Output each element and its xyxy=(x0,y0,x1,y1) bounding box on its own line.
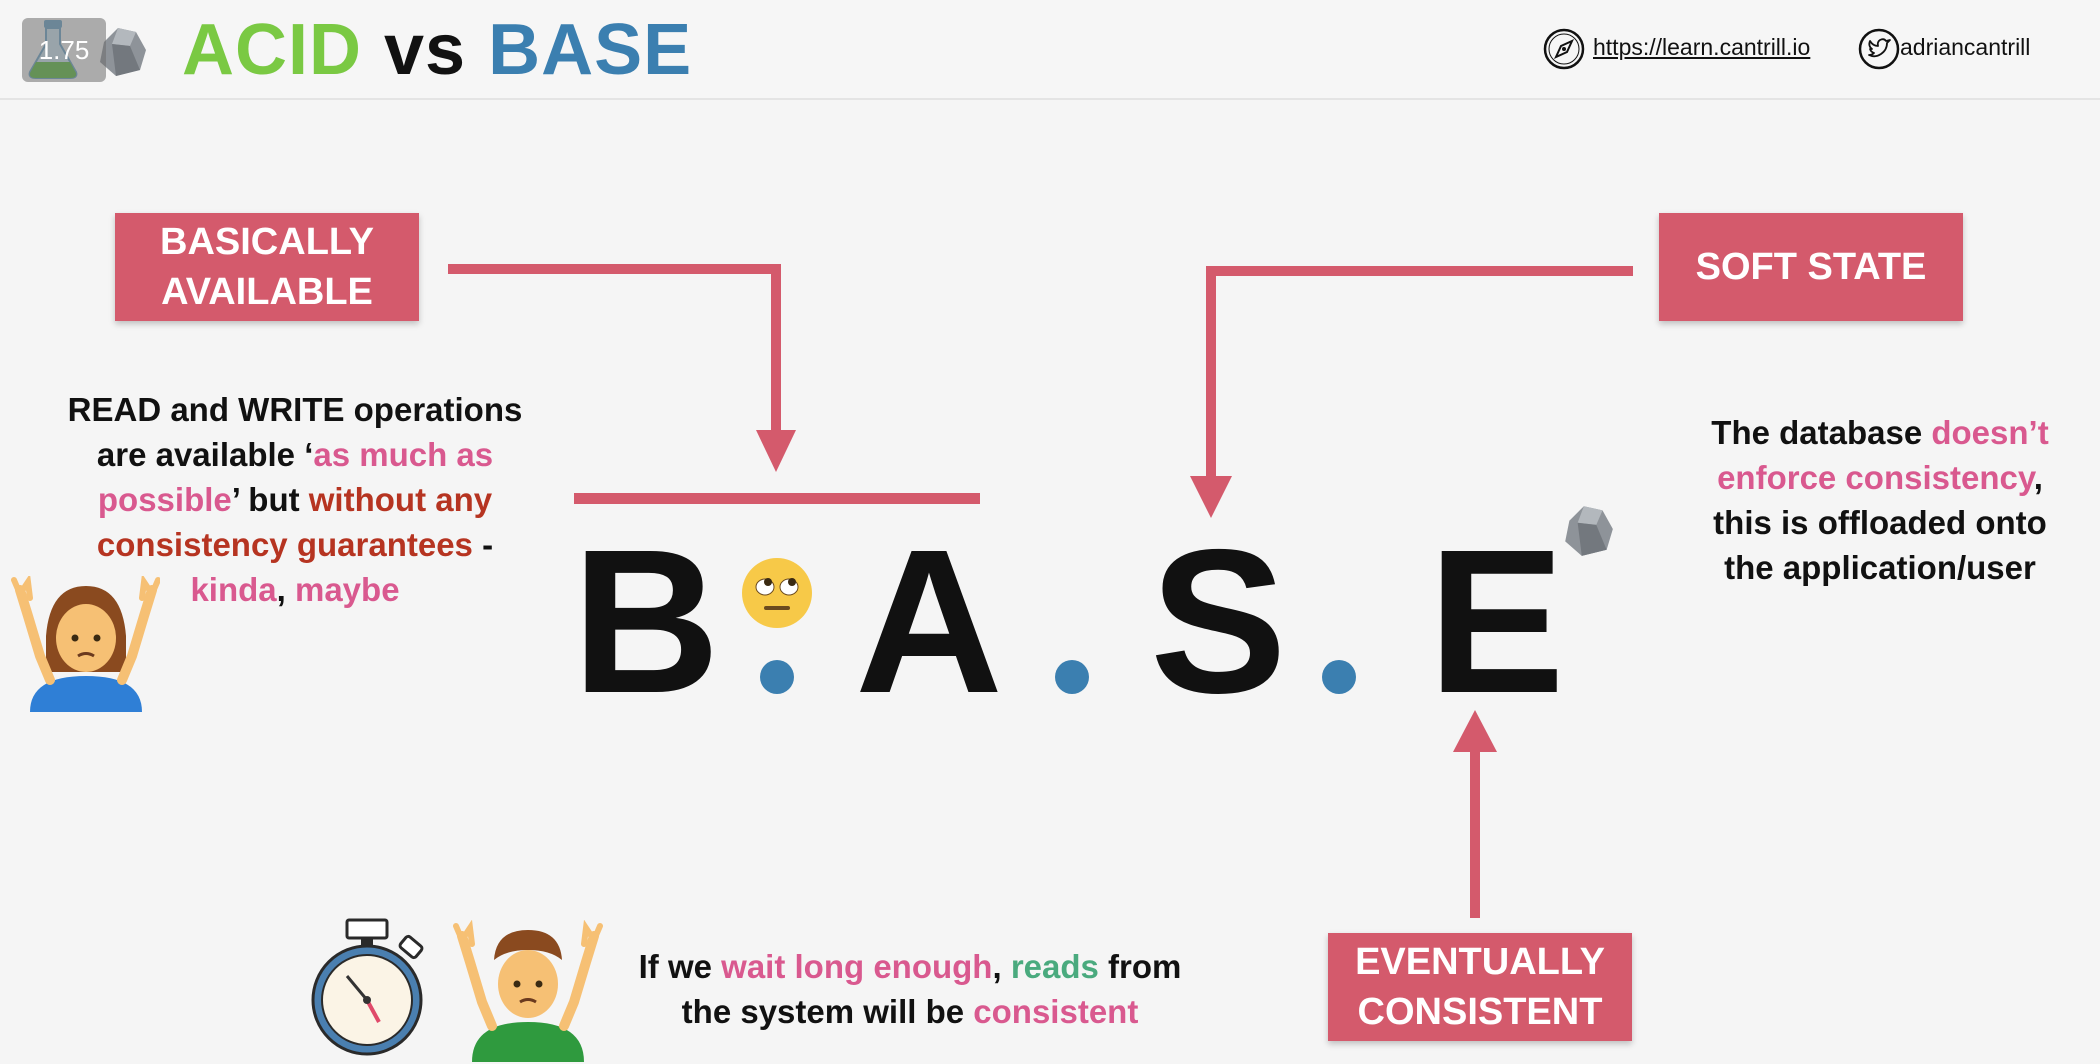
compass-icon xyxy=(1543,28,1585,70)
course-link[interactable]: https://learn.cantrill.io xyxy=(1593,34,1811,60)
dot-3 xyxy=(1322,660,1356,694)
letter-e: E xyxy=(1428,507,1565,736)
dot-1 xyxy=(760,660,794,694)
header-bar: 1.75 ACID vs BASE https://learn.cantrill.i… xyxy=(0,0,2100,100)
dot-2 xyxy=(1055,660,1089,694)
bar-over-ba xyxy=(574,493,980,504)
title-vs: vs xyxy=(384,10,467,90)
arrow-soft-state xyxy=(1206,266,1633,478)
label-basically-available: BASICALLY AVAILABLE xyxy=(115,213,419,321)
arrow-basically-available xyxy=(448,264,781,432)
twitter-bird-icon xyxy=(1858,28,1900,70)
stopwatch-icon xyxy=(311,918,424,1056)
label-eventually-consistent: EVENTUALLY CONSISTENT xyxy=(1328,933,1632,1041)
eye-roll-emoji xyxy=(742,558,812,628)
eventually-consistent-description: If we wait long enough, reads from the s… xyxy=(638,948,1182,1030)
soft-state-description: The database doesn’t enforce consistency… xyxy=(1711,414,2049,586)
rock-icon xyxy=(1565,506,1613,556)
page-number-badge[interactable]: 1.75 xyxy=(22,18,106,82)
label-soft-state: SOFT STATE xyxy=(1659,213,1963,321)
letter-a: A xyxy=(855,507,1004,736)
title-base: BASE xyxy=(488,10,693,90)
title-acid: ACID xyxy=(182,10,362,90)
twitter-handle[interactable]: adriancantrill xyxy=(1900,34,2031,60)
basically-available-description: READ and WRITE operations are available … xyxy=(67,391,523,608)
slide-title: ACID vs BASE xyxy=(182,6,692,94)
letter-s: S xyxy=(1150,507,1287,736)
shrug-woman-emoji xyxy=(11,576,160,712)
rock-icon xyxy=(100,28,146,76)
letter-b: B xyxy=(572,507,721,736)
shrug-man-emoji xyxy=(453,920,603,1062)
